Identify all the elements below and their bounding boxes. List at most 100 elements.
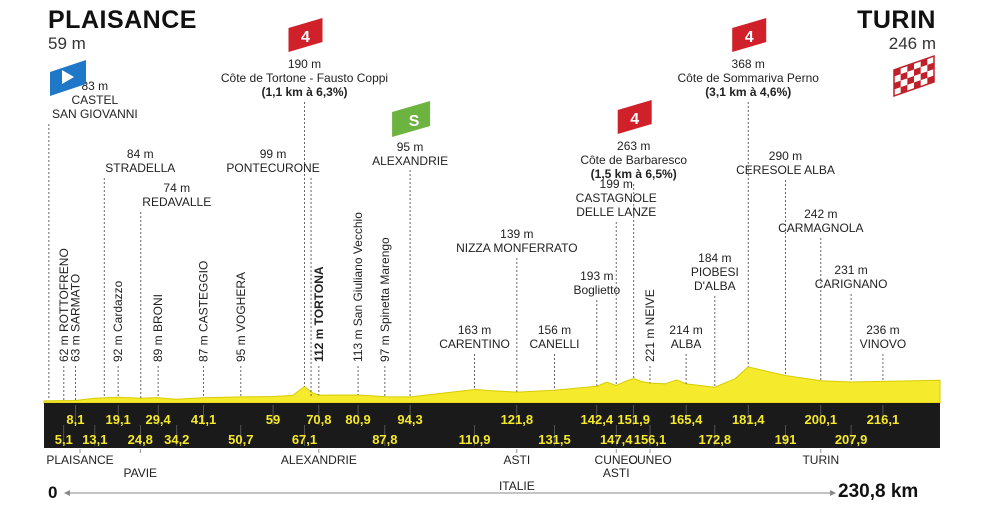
place-label: 199 m [600,177,633,191]
region-label: ALEXANDRIE [281,453,357,467]
place-label: PONTECURONE [226,161,319,175]
km-marker-bottom: 34,2 [164,432,189,447]
axis-arrow-left-icon [64,490,70,496]
climb-name: Côte de Sommariva Perno [678,71,820,85]
place-label: PIOBESI [691,265,739,279]
place-label-vertical: 97 m Spinetta Marengo [378,237,392,362]
km-marker-top: 216,1 [867,412,900,427]
place-label: 84 m [127,147,154,161]
place-label-vertical: 112 m TORTONA [312,266,326,362]
region-label: CUNEO [628,453,671,467]
climb-detail: (1,1 km à 6,3%) [261,85,347,99]
place-label-vertical: 87 m CASTEGGIO [197,261,211,362]
region-label: ASTI [603,466,630,480]
km-marker-bottom: 5,1 [55,432,73,447]
distance-start-label: 0 [48,483,58,502]
climb-altitude: 368 m [732,57,765,71]
km-marker-bottom: 50,7 [228,432,253,447]
region-label: ITALIE [499,479,535,493]
finish-flag-icon [893,54,935,98]
place-label-vertical: 221 m NEIVE [643,289,657,362]
km-marker-bottom: 147,4 [600,432,633,447]
place-label: 74 m [163,181,190,195]
region-label: CUNEO [595,453,638,467]
place-label: CASTEL [72,93,119,107]
km-marker-bottom: 87,8 [372,432,397,447]
place-label-vertical: 62 m ROTTOFRENO [57,248,71,362]
km-marker-bottom: 156,1 [634,432,667,447]
place-label: 99 m [260,147,287,161]
climb-name: Côte de Barbaresco [580,153,687,167]
leader-lines-layer [48,102,884,401]
km-marker-bottom: 110,9 [459,432,491,447]
km-marker-top: 181,4 [732,412,765,427]
place-label: Boglietto [573,283,620,297]
km-marker-top: 8,1 [66,412,84,427]
km-marker-bottom: 67,1 [292,432,317,447]
km-marker-bottom: 207,9 [835,432,868,447]
place-label: SAN GIOVANNI [52,107,138,121]
distance-total-label: 230,8 km [838,481,919,502]
place-label: CASTAGNOLE [576,191,657,205]
sprint-badge: S [392,101,431,137]
sprint-altitude: 95 m [397,140,424,154]
place-label: D'ALBA [694,279,736,293]
climb-detail: (1,5 km à 6,5%) [591,167,677,181]
climb-category-badge: 4 [732,18,767,52]
km-marker-top: 70,8 [306,412,331,427]
place-label: REDAVALLE [142,195,211,209]
start-flag-icon [50,60,86,96]
start-town-name: PLAISANCE [48,6,197,34]
elevation-profile-area [43,366,941,404]
place-label-vertical: 89 m BRONI [151,294,165,362]
km-marker-top: 165,4 [670,412,703,427]
place-label: NIZZA MONFERRATO [456,241,578,255]
region-label: PAVIE [123,466,157,480]
climb-category: 4 [301,29,310,46]
place-label-vertical: 92 m Cardazzo [111,280,125,362]
climb-category: 4 [630,111,639,128]
start-altitude: 59 m [48,34,86,53]
place-label-vertical: 113 m San Giuliano Vecchio [351,212,365,362]
place-label: 236 m [866,323,899,337]
climb-altitude: 190 m [288,57,321,71]
place-label: 139 m [500,227,533,241]
km-marker-bottom: 24,8 [128,432,153,447]
region-label: ASTI [504,453,531,467]
region-label: TURIN [802,453,839,467]
km-marker-top: 80,9 [345,412,370,427]
climb-altitude: 263 m [617,139,650,153]
km-marker-top: 29,4 [145,412,171,427]
elevation-profile-layer [43,366,941,404]
km-marker-bottom: 13,1 [82,432,107,447]
climb-category-badge: 4 [288,18,323,52]
place-label: DELLE LANZE [576,205,656,219]
climb-name: Côte de Tortone - Fausto Coppi [221,71,388,85]
finish-town-name: TURIN [857,6,936,34]
finish-altitude: 246 m [888,34,936,53]
climb-category-badge: 4 [617,100,652,134]
place-label: 83 m [82,79,109,93]
place-label: CARENTINO [439,337,510,351]
axis-arrow-right-icon [830,490,836,496]
km-marker-top: 41,1 [191,412,216,427]
road-band [44,403,940,448]
place-label: 163 m [458,323,491,337]
km-marker-top: 142,4 [581,412,614,427]
sprint-symbol: S [409,113,420,130]
region-label: PLAISANCE [46,453,113,467]
km-marker-top: 59 [266,412,280,427]
place-label: 214 m [669,323,702,337]
place-label: 231 m [834,263,867,277]
km-marker-top: 121,8 [501,412,534,427]
place-label-vertical: 63 m SARMATO [68,274,82,362]
place-label: VINOVO [860,337,907,351]
place-label-vertical: 95 m VOGHERA [234,272,248,362]
km-marker-bottom: 131,5 [538,432,571,447]
place-label: CANELLI [529,337,579,351]
